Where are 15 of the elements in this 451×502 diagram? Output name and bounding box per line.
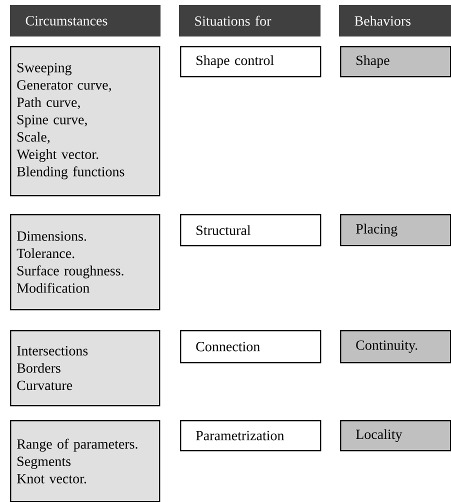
situation-box: Shape control bbox=[180, 46, 322, 78]
list-box: Range of parameters. Segments Knot vector. bbox=[10, 420, 160, 502]
list-box: Dimensions. Tolerance. Surface roughness. Modification bbox=[10, 214, 160, 310]
situation-box: Connection bbox=[180, 330, 322, 364]
list-box: Intersections Borders Curvature bbox=[10, 330, 160, 406]
header-bar: Situations for bbox=[179, 5, 321, 37]
header-bar: Behaviors bbox=[339, 5, 451, 37]
header-bar: Circumstances bbox=[10, 5, 161, 37]
situation-box: Parametrization bbox=[180, 420, 322, 452]
situation-box: Structural bbox=[180, 214, 322, 246]
behavior-box: Locality bbox=[340, 420, 451, 452]
behavior-box: Placing bbox=[340, 214, 451, 246]
list-box: Sweeping Generator curve, Path curve, Spine curve, Scale, Weight vector. Blending functions bbox=[10, 46, 160, 196]
behavior-box: Continuity. bbox=[340, 330, 451, 364]
behavior-box: Shape bbox=[340, 46, 451, 78]
